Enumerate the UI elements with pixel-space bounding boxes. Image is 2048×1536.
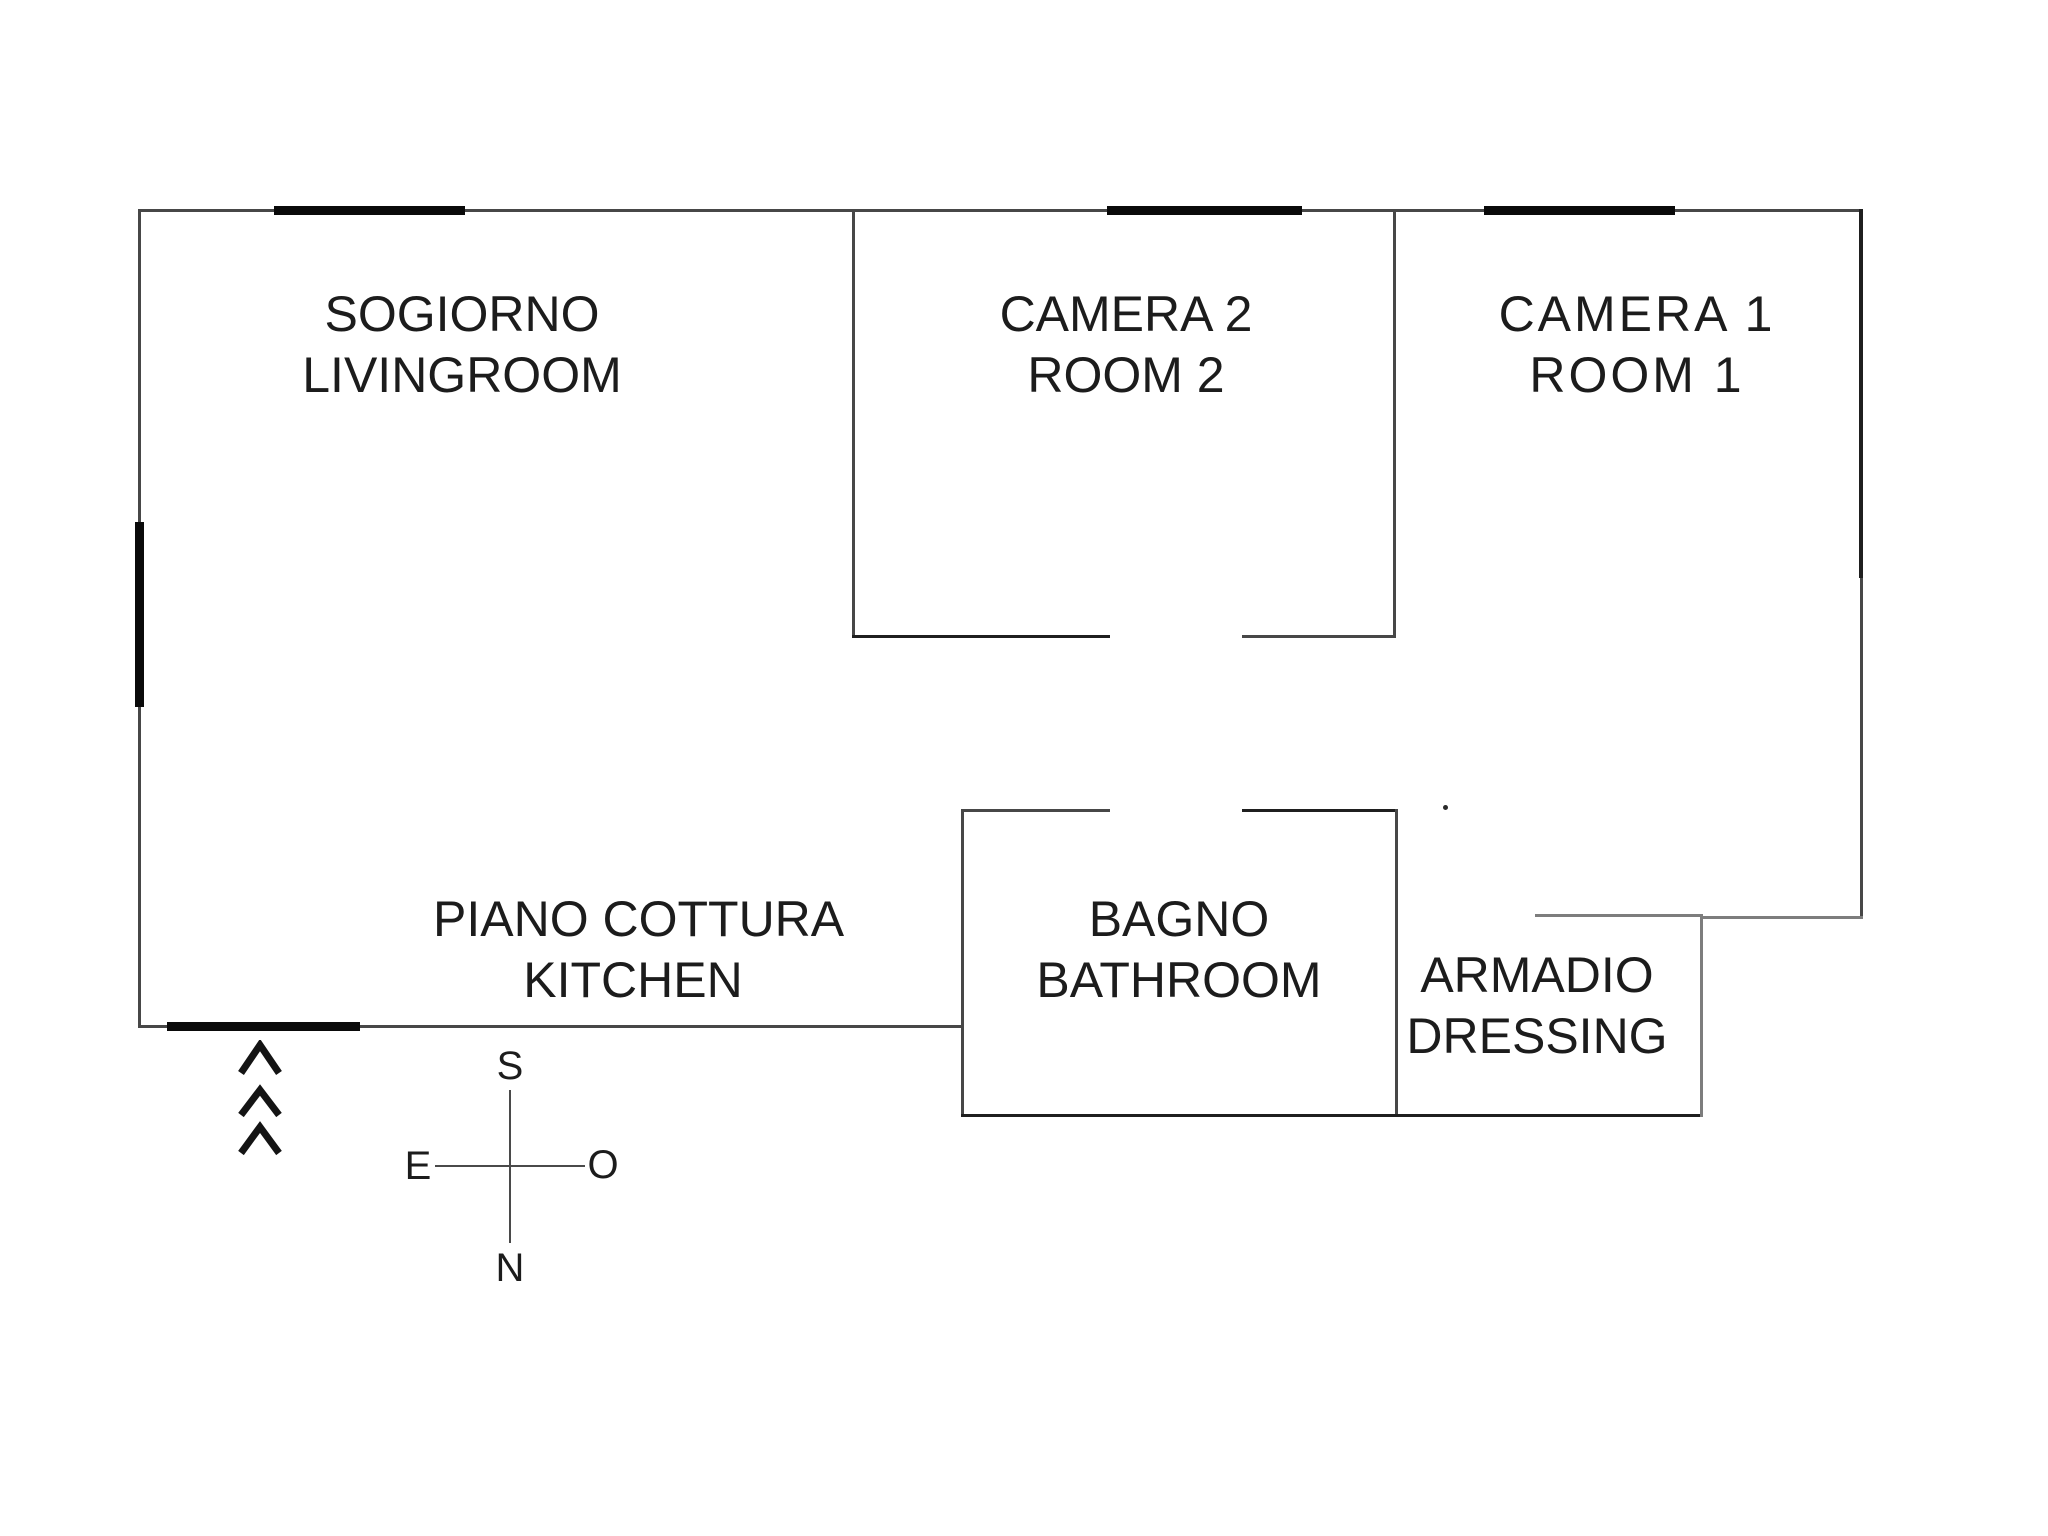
room-label-room1-en: ROOM 1 [1529, 347, 1745, 403]
entrance-chevrons-icon [238, 1040, 282, 1156]
room-label-room2-it: CAMERA 2 [999, 286, 1253, 342]
compass-letter-south: S [496, 1044, 524, 1088]
plan-dot [1443, 805, 1448, 810]
room-label-livingroom-en: LIVINGROOM [302, 347, 622, 403]
entrance-door-bar [167, 1022, 360, 1031]
wall-right-upper-accent [1859, 209, 1863, 578]
wall-living-kitchen-bottom [138, 1025, 964, 1028]
wall-armadio-right [1700, 914, 1703, 1117]
room-label-kitchen-en: KITCHEN [523, 952, 743, 1008]
compass-horizontal-line [435, 1165, 585, 1167]
room-label-room1-it: CAMERA 1 [1498, 286, 1776, 342]
compass-letter-east: E [404, 1144, 432, 1188]
wall-camera2-bottom-left [852, 635, 1110, 638]
window-top-room1 [1484, 206, 1675, 215]
room-label-dressing-en: DRESSING [1406, 1008, 1668, 1064]
room-label-bathroom-en: BATHROOM [1036, 952, 1322, 1008]
wall-camera1-bottom [1700, 916, 1863, 919]
wall-camera2-left [852, 209, 855, 638]
wall-camera2-bottom-right [1242, 635, 1396, 638]
room-label-livingroom-it: SOGIORNO [324, 286, 600, 342]
wall-bathroom-armadio-bottom [961, 1114, 1703, 1117]
room-label-bathroom: BAGNO BATHROOM [979, 889, 1379, 1011]
window-left-livingroom [135, 522, 144, 707]
room-label-room2: CAMERA 2 ROOM 2 [926, 284, 1326, 406]
room-label-bathroom-it: BAGNO [1088, 891, 1270, 947]
room-label-dressing-it: ARMADIO [1420, 947, 1654, 1003]
wall-armadio-top [1535, 914, 1703, 917]
wall-bathroom-top-right [1242, 809, 1398, 812]
room-label-kitchen: PIANO COTTURA KITCHEN [433, 889, 845, 1011]
wall-camera2-right [1393, 209, 1396, 638]
wall-bathroom-right [1395, 809, 1398, 1117]
wall-top [138, 209, 1863, 212]
window-top-room2 [1107, 206, 1302, 215]
wall-bathroom-top-left [961, 809, 1110, 812]
room-label-livingroom: SOGIORNO LIVINGROOM [262, 284, 662, 406]
wall-bathroom-left [961, 809, 964, 1117]
room-label-kitchen-it: PIANO COTTURA [433, 891, 845, 947]
room-label-room1: CAMERA 1 ROOM 1 [1437, 284, 1837, 406]
compass-letter-north: N [495, 1246, 525, 1290]
compass-letter-west: O [587, 1143, 619, 1187]
room-label-dressing: ARMADIO DRESSING [1337, 945, 1737, 1067]
window-top-livingroom [274, 206, 465, 215]
room-label-room2-en: ROOM 2 [1027, 347, 1225, 403]
